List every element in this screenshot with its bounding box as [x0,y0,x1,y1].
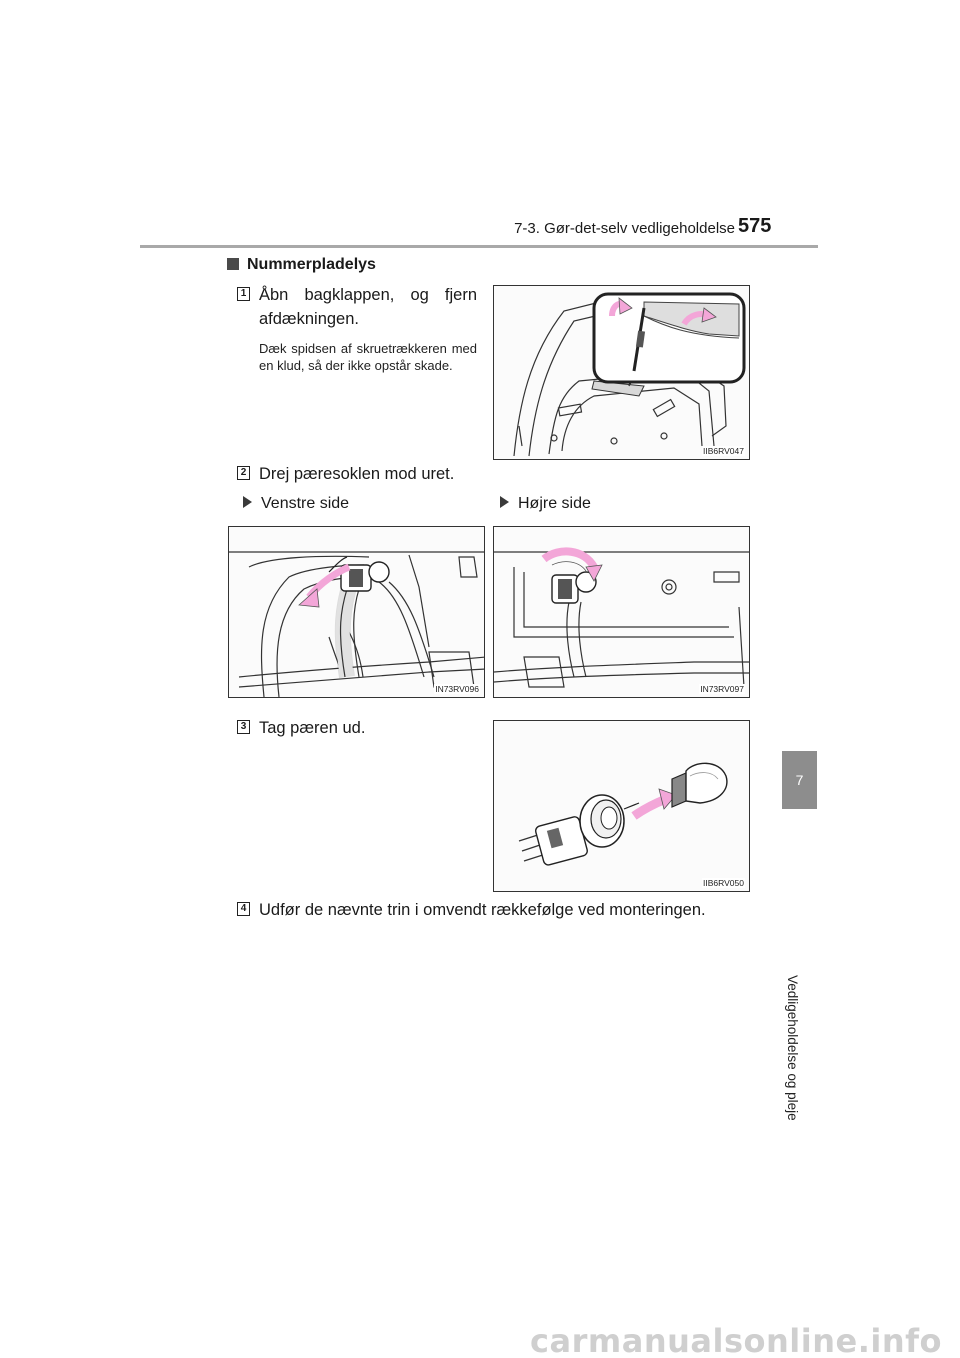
figure-right-side-socket: IN73RV097 [493,526,750,698]
step-4-text: Udfør de nævnte trin i omvendt rækkefølg… [259,901,706,919]
watermark: carmanualsonline.info [0,1320,960,1358]
chapter-tab-number: 7 [782,751,817,809]
subhead-right-label: Højre side [518,495,591,512]
watermark-text: carmanualsonline.info [530,1322,942,1358]
figure-code: IN73RV096 [434,684,480,694]
subhead-right-side: Højre side [500,495,591,513]
figure-open-tailgate-remove-cover: IIB6RV047 [493,285,750,460]
triangle-bullet-icon [243,496,252,508]
section-heading-text: Nummerpladelys [247,256,376,273]
figure-remove-bulb: IIB6RV050 [493,720,750,892]
figure-left-side-socket: IN73RV096 [228,526,485,698]
step-number-2: 2 [237,466,250,480]
subhead-left-label: Venstre side [261,495,350,512]
triangle-bullet-icon [500,496,509,508]
step-number-3: 3 [237,720,250,734]
step-1-text: Åbn bagklappen, og fjern afdækningen. [259,286,477,328]
figure-code: IIB6RV050 [702,878,745,888]
subhead-left-side: Venstre side [243,495,349,513]
page-number: 575 [738,215,772,237]
running-header-section-title: 7-3. Gør-det-selv vedligeholdelse [514,220,735,237]
chapter-tab-label: Vedligeholdelse og pleje [785,975,800,1121]
figure-code: IIB6RV047 [702,446,745,456]
step-3-text: Tag pæren ud. [259,719,366,737]
step-1-note: Dæk spidsen af skruetrækkeren med en klu… [259,341,477,373]
figure-code: IN73RV097 [699,684,745,694]
header-divider [140,245,818,248]
square-bullet-icon [227,258,239,270]
section-heading: Nummerpladelys [227,256,376,274]
step-2-text: Drej pæresoklen mod uret. [259,465,455,483]
step-number-4: 4 [237,902,250,916]
step-number-1: 1 [237,287,250,301]
